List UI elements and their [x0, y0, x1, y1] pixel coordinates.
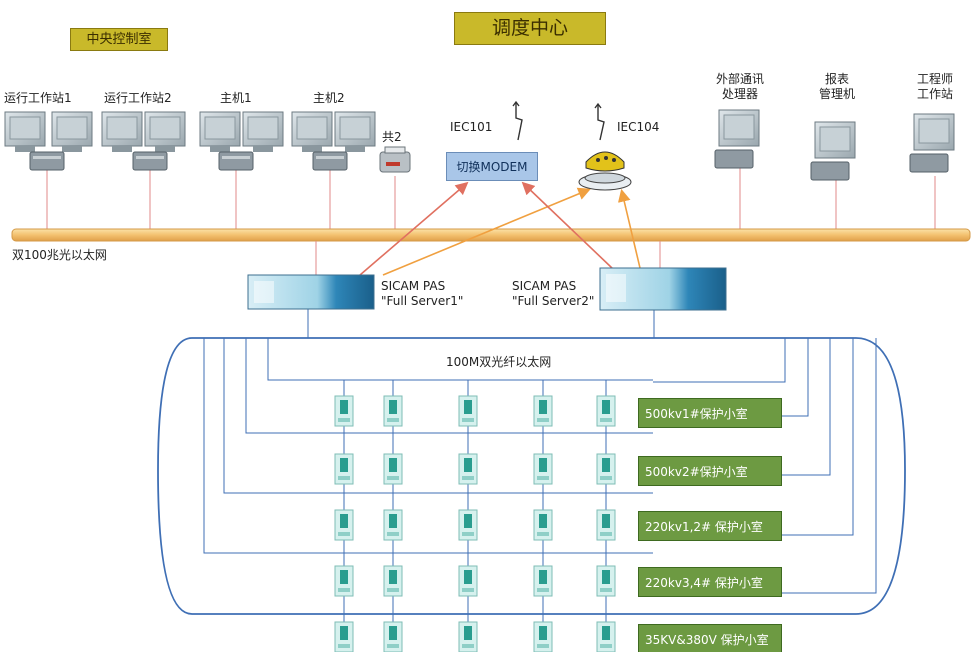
workstation-towers	[29, 151, 348, 171]
server1-sub: "Full Server1"	[381, 294, 464, 308]
servers	[247, 267, 727, 311]
bay-device-icon	[334, 565, 354, 597]
control-room-badge: 中央控制室	[70, 28, 168, 51]
fiber-links	[203, 308, 877, 594]
antenna-icon	[512, 100, 605, 141]
workstation-label-2: 运行工作站2	[104, 91, 172, 105]
bay-device-icon	[533, 395, 553, 427]
host-label-2: 主机2	[313, 91, 345, 105]
bay-device-icon	[533, 509, 553, 541]
bay-device-icon	[383, 509, 403, 541]
device-drop-lines	[46, 168, 936, 229]
bay-device-icon	[596, 509, 616, 541]
server2-sub: "Full Server2"	[512, 294, 595, 308]
bay-device-icon	[458, 565, 478, 597]
workstation-label-1: 运行工作站1	[4, 91, 72, 105]
bay-device-icon	[596, 621, 616, 652]
right-computers	[714, 109, 955, 181]
bay-device-icon	[383, 453, 403, 485]
bay-device-icon	[596, 453, 616, 485]
dispatch-center-badge: 调度中心	[454, 12, 606, 45]
server-links	[359, 181, 641, 276]
router-icon	[578, 151, 632, 191]
bay-device-icon	[533, 621, 553, 652]
bay-device-icon	[334, 621, 354, 652]
room-35kv380v: 35KV&380V 保护小室	[638, 624, 782, 652]
bay-device-icon	[458, 395, 478, 427]
fiber-label: 100M双光纤以太网	[446, 355, 552, 369]
bay-device-icon	[383, 565, 403, 597]
bay-devices	[334, 395, 616, 652]
bay-device-icon	[533, 565, 553, 597]
bay-device-icon	[458, 453, 478, 485]
bay-device-icon	[596, 565, 616, 597]
comm-processor-label: 外部通讯 处理器	[715, 72, 764, 101]
ethernet-bus	[11, 228, 971, 242]
host-label-1: 主机1	[220, 91, 252, 105]
switch-modem: 切换MODEM	[446, 152, 538, 181]
workstation-monitors	[4, 111, 376, 152]
room-500kv2: 500kv2#保护小室	[638, 456, 782, 486]
fiber-ring	[157, 337, 906, 615]
room-220kv12: 220kv1,2# 保护小室	[638, 511, 782, 541]
iec101-label: IEC101	[450, 120, 493, 134]
bay-device-icon	[458, 621, 478, 652]
bay-device-icon	[383, 395, 403, 427]
bus-label: 双100兆光以太网	[12, 248, 107, 262]
bay-device-icon	[458, 509, 478, 541]
iec104-label: IEC104	[617, 120, 660, 134]
bay-device-icon	[533, 453, 553, 485]
room-220kv34: 220kv3,4# 保护小室	[638, 567, 782, 597]
report-manager-label: 报表 管理机	[818, 72, 855, 101]
bay-device-icon	[383, 621, 403, 652]
bay-device-icon	[334, 395, 354, 427]
server1-name: SICAM PAS	[381, 279, 446, 293]
bay-device-icon	[596, 395, 616, 427]
bay-device-icon	[334, 453, 354, 485]
bay-device-icon	[334, 509, 354, 541]
room-500kv1: 500kv1#保护小室	[638, 398, 782, 428]
printer-icon	[379, 146, 411, 173]
server2-name: SICAM PAS	[512, 279, 577, 293]
engineer-workstation-label: 工程师 工作站	[916, 72, 953, 101]
printer-label: 共2	[382, 130, 402, 144]
